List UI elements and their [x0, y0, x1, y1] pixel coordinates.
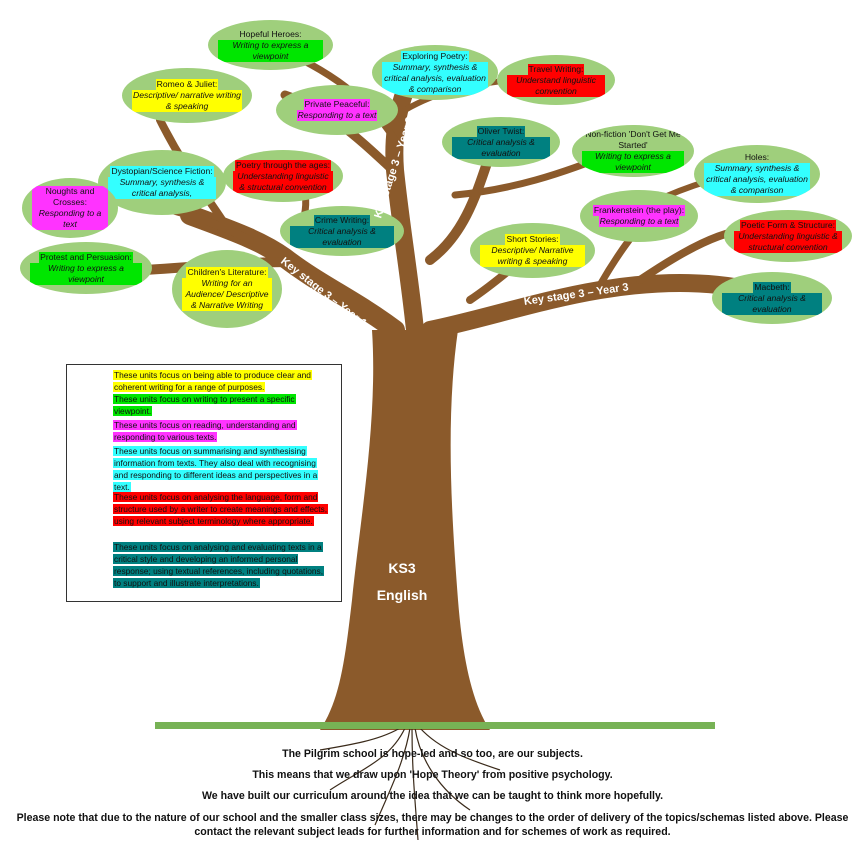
footer-text: The Pilgrim school is hope-led and so to…	[0, 748, 865, 847]
footer-line-1: The Pilgrim school is hope-led and so to…	[282, 748, 583, 760]
legend-item-writing: These units focus on being able to produ…	[113, 369, 331, 393]
leaf-title: Dystopian/Science Fiction:	[110, 166, 214, 177]
leaf-desc: Summary, synthesis & critical analysis, …	[382, 61, 488, 95]
leaf-childrens-lit: Children's Literature: Writing for an Au…	[172, 250, 282, 328]
leaf-title: Protest and Persuasion:	[39, 251, 133, 263]
leaf-non-fiction: Non-fiction 'Don't Get Me Started' Writi…	[572, 125, 694, 177]
leaf-frankenstein: Frankenstein (the play): Responding to a…	[580, 190, 698, 242]
leaf-title: Children's Literature:	[186, 267, 268, 278]
legend-item-language: These units focus on analysing the langu…	[113, 491, 331, 527]
leaf-exploring-poetry: Exploring Poetry: Summary, synthesis & c…	[372, 45, 498, 100]
legend-item-critical: These units focus on analysing and evalu…	[113, 541, 331, 589]
leaf-desc: Descriptive/ narrative writing & speakin…	[132, 90, 242, 112]
footer-line-3: We have built our curriculum around the …	[201, 790, 664, 802]
leaf-desc: Responding to a text	[296, 110, 378, 121]
leaf-title: Holes:	[744, 152, 770, 162]
leaf-holes: Holes: Summary, synthesis & critical ana…	[694, 145, 820, 203]
leaf-romeo-juliet: Romeo & Juliet: Descriptive/ narrative w…	[122, 68, 252, 123]
leaf-desc: Responding to a text	[32, 208, 108, 230]
legend-text: These units focus on reading, understand…	[113, 420, 297, 442]
leaf-poetry-ages: Poetry through the ages: Understanding l…	[223, 150, 343, 202]
leaf-poetic-form: Poetic Form & Structure: Understanding l…	[724, 210, 852, 262]
legend-text: These units focus on summarising and syn…	[113, 446, 319, 492]
leaf-desc: Understand linguistic convention	[507, 74, 605, 97]
legend-text: These units focus on writing to present …	[113, 394, 296, 416]
trunk-label-english: English	[376, 587, 428, 603]
leaf-travel-writing: Travel Writing: Understand linguistic co…	[497, 55, 615, 105]
leaf-title: Crime Writing:	[313, 214, 371, 226]
leaf-title: Short Stories:	[505, 234, 560, 245]
leaf-title: Macbeth:	[753, 281, 791, 293]
footer-line-2: This means that we draw upon 'Hope Theor…	[252, 769, 613, 781]
leaf-short-stories: Short Stories: Descriptive/ Narrative wr…	[470, 223, 595, 278]
leaf-dystopian: Dystopian/Science Fiction: Summary, synt…	[98, 150, 226, 215]
leaf-title: Private Peaceful:	[303, 99, 371, 110]
leaf-title: Oliver Twist:	[476, 125, 526, 137]
tree-roots	[319, 727, 501, 841]
leaf-desc: Responding to a text	[598, 216, 680, 227]
leaf-protest: Protest and Persuasion: Writing to expre…	[20, 242, 152, 294]
legend-text: These units focus on analysing and evalu…	[113, 542, 325, 588]
legend-text: These units focus on analysing the langu…	[113, 492, 329, 526]
leaf-desc: Writing for an Audience/ Descriptive & N…	[182, 278, 272, 311]
ground-line	[155, 722, 715, 729]
legend-item-viewpoint: These units focus on writing to present …	[113, 393, 331, 417]
leaf-title: Frankenstein (the play):	[592, 205, 686, 216]
leaf-desc: Summary, synthesis & critical analysis, …	[704, 163, 810, 196]
leaf-title: Noughts and Crosses:	[32, 186, 108, 208]
leaf-desc: Writing to express a viewpoint	[582, 151, 684, 173]
leaf-desc: Understanding linguistic & structural co…	[233, 170, 333, 193]
leaf-hopeful-heroes: Hopeful Heroes: Writing to express a vie…	[208, 20, 333, 70]
legend-item-summarising: These units focus on summarising and syn…	[113, 445, 331, 493]
leaf-desc: Critical analysis & evaluation	[722, 292, 822, 315]
leaf-desc: Critical analysis & evaluation	[290, 225, 394, 248]
leaf-noughts: Noughts and Crosses: Responding to a tex…	[22, 178, 118, 238]
tree-trunk	[320, 330, 490, 730]
leaf-title: Travel Writing:	[527, 63, 585, 75]
leaf-title: Poetry through the ages:	[234, 159, 332, 171]
leaf-title: Romeo & Juliet:	[155, 79, 219, 90]
leaf-title: Poetic Form & Structure:	[739, 219, 837, 231]
leaf-crime-writing: Crime Writing: Critical analysis & evalu…	[280, 206, 404, 256]
leaf-desc: Writing to express a viewpoint	[30, 262, 142, 285]
leaf-private-peaceful: Private Peaceful: Responding to a text	[276, 85, 398, 135]
leaf-desc: Understanding linguistic & structural co…	[734, 230, 842, 253]
footer-line-4: Please note that due to the nature of ou…	[16, 812, 849, 838]
legend-box: These units focus on being able to produ…	[66, 364, 342, 602]
leaf-desc: Descriptive/ Narrative writing & speakin…	[480, 245, 585, 267]
legend-item-reading: These units focus on reading, understand…	[113, 419, 331, 443]
leaf-title: Exploring Poetry:	[401, 50, 469, 62]
leaf-desc: Writing to express a viewpoint	[218, 39, 323, 62]
leaf-desc: Summary, synthesis & critical analysis,	[108, 177, 216, 199]
legend-text: These units focus on being able to produ…	[113, 370, 312, 392]
trunk-label-ks3: KS3	[388, 560, 416, 576]
leaf-title: Hopeful Heroes:	[239, 28, 302, 39]
leaf-oliver-twist: Oliver Twist: Critical analysis & evalua…	[442, 117, 560, 167]
leaf-title: Non-fiction 'Don't Get Me Started'	[585, 129, 681, 150]
leaf-desc: Critical analysis & evaluation	[452, 136, 550, 159]
leaf-macbeth: Macbeth: Critical analysis & evaluation	[712, 272, 832, 324]
